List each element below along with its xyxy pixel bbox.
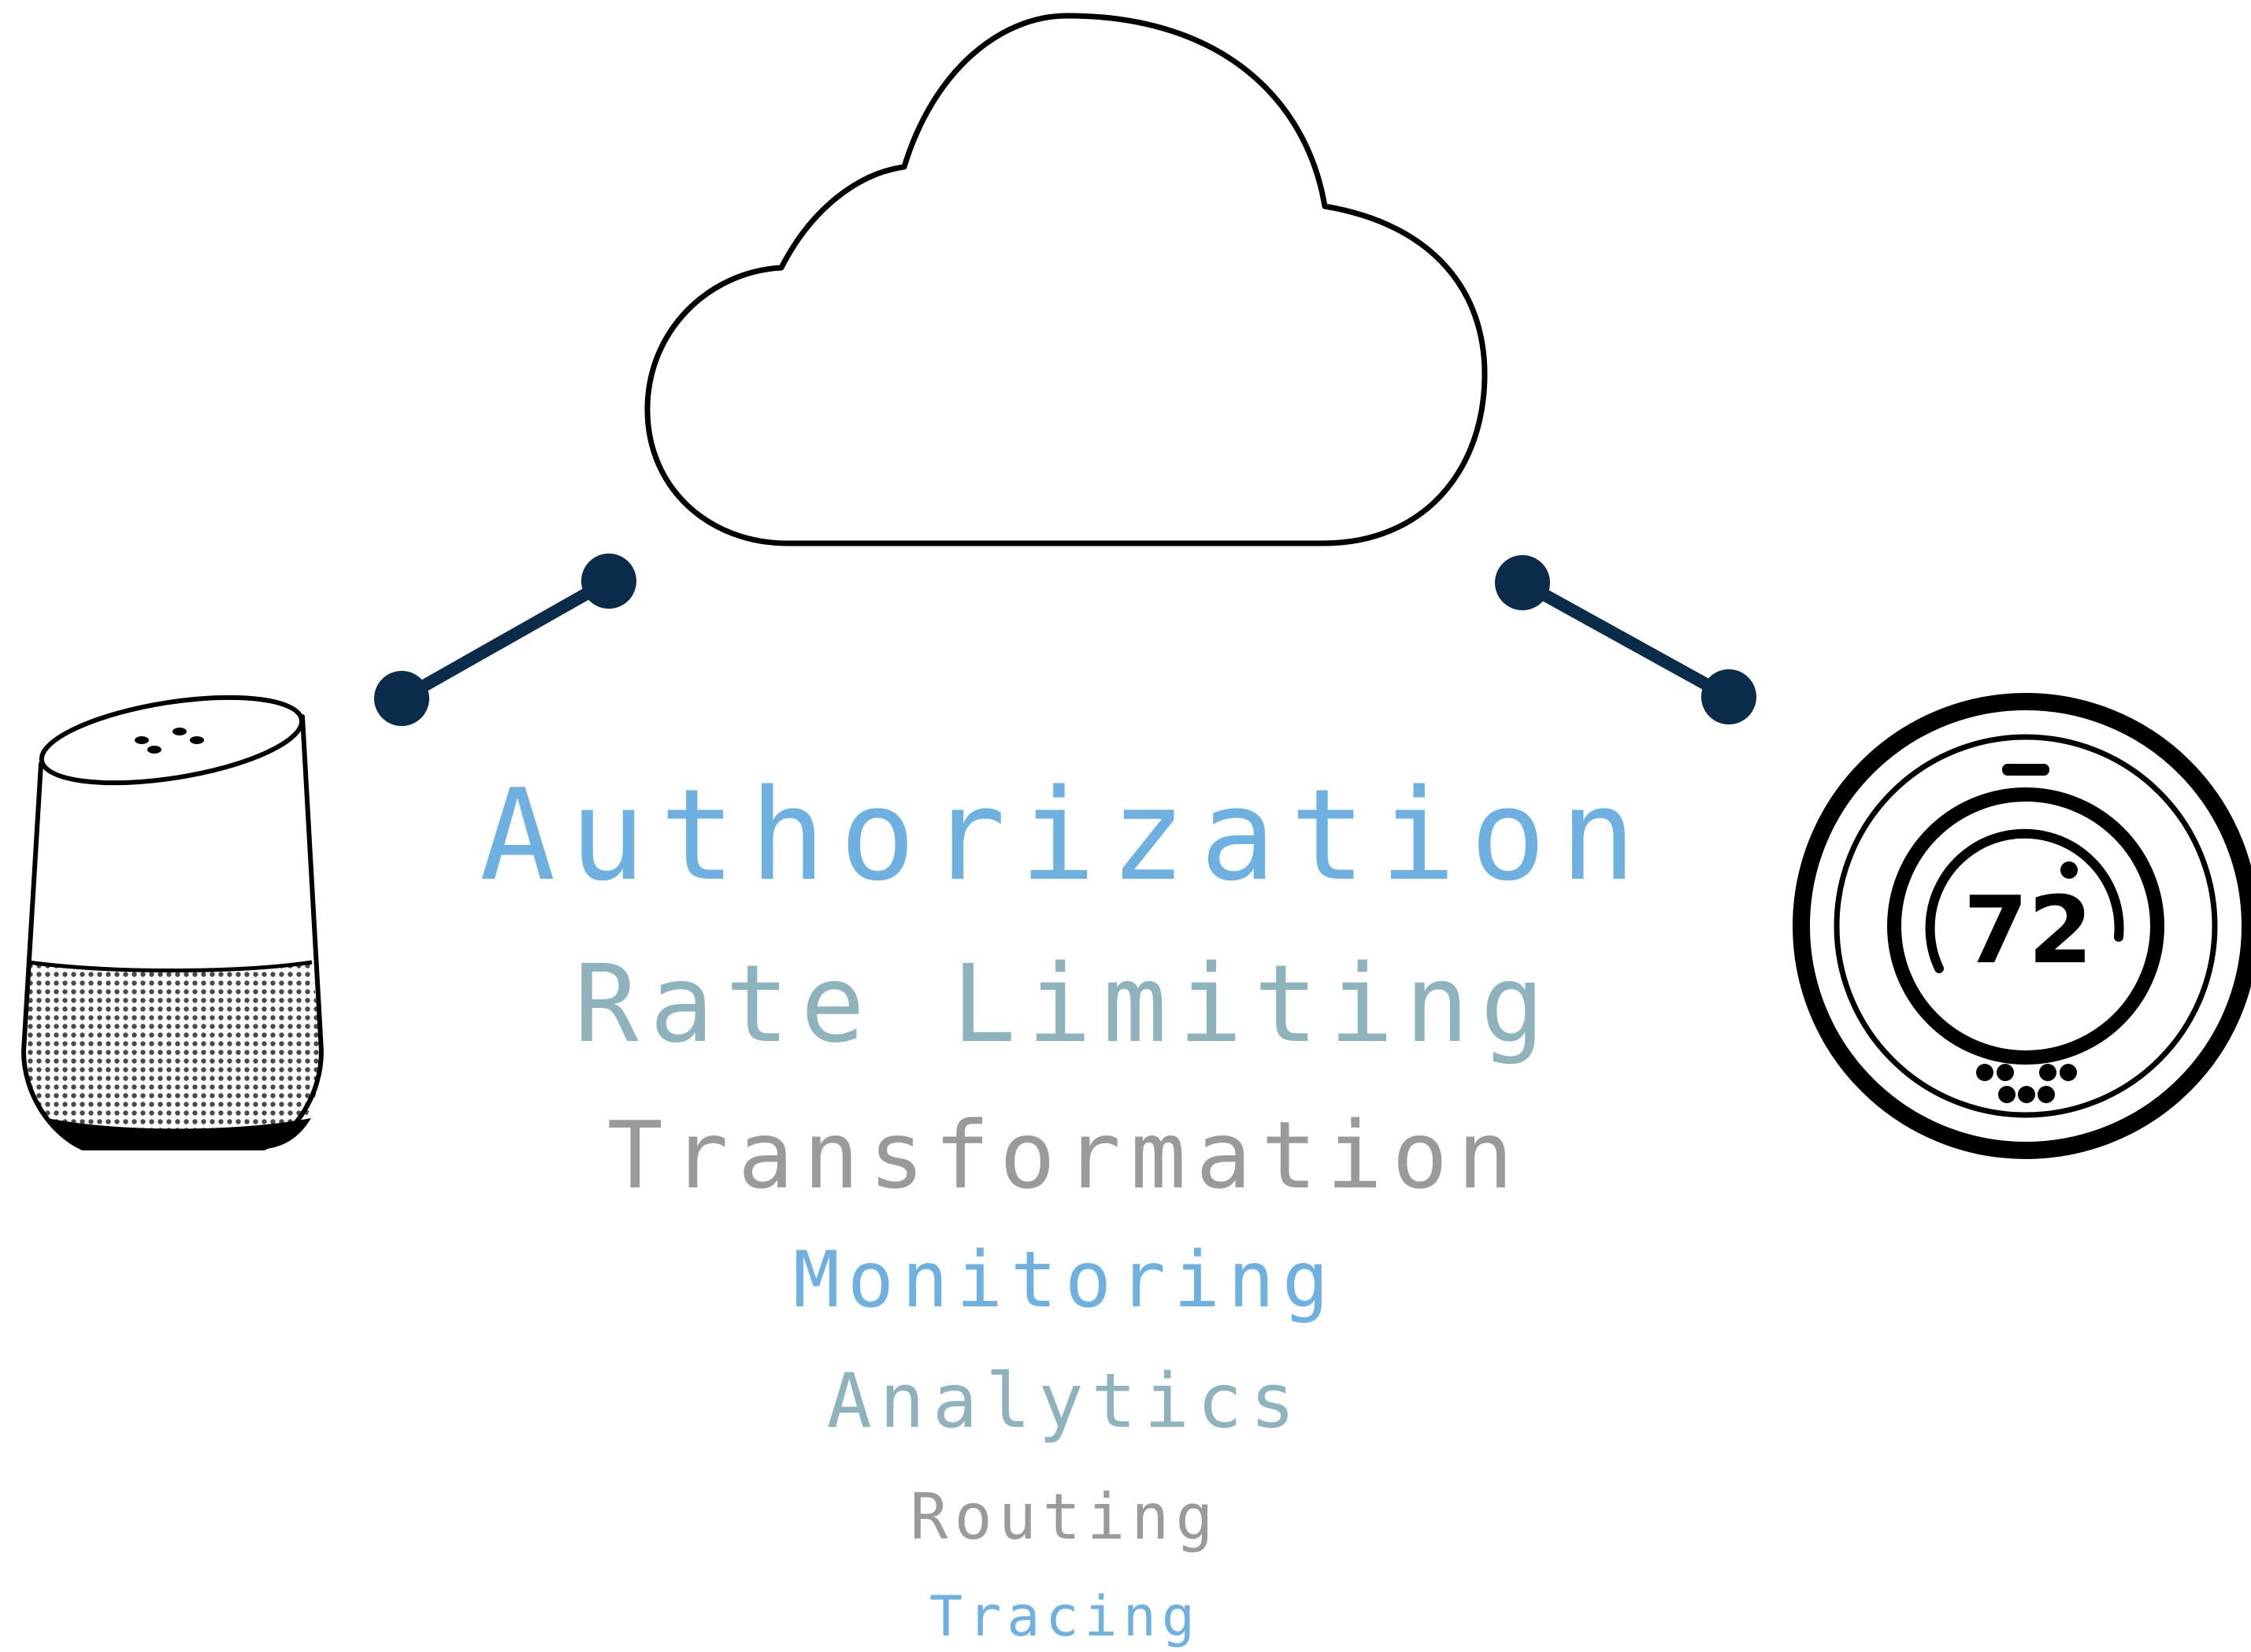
feature-transformation: Transformation <box>607 1101 1523 1209</box>
feature-analytics: Analytics <box>827 1358 1304 1445</box>
feature-rate-limiting: Rate Limiting <box>574 943 1556 1067</box>
cloud-icon <box>644 13 1488 546</box>
thermostat-icon: 72 <box>1793 693 2251 1159</box>
feature-authorization: Authorization <box>480 761 1650 909</box>
right-connector-end-node <box>1701 669 1756 724</box>
left-connector-start-node <box>581 554 636 609</box>
feature-routing: Routing <box>910 1480 1219 1554</box>
feature-list: Authorization Rate Limiting Transformati… <box>480 761 1650 1649</box>
smart-speaker-icon <box>21 695 324 1150</box>
left-connector <box>374 554 636 726</box>
right-connector <box>1495 555 1756 724</box>
feature-monitoring: Monitoring <box>793 1235 1337 1325</box>
thermostat-indicator-dots <box>1976 1064 2077 1103</box>
right-connector-start-node <box>1495 555 1550 610</box>
left-connector-end-node <box>374 671 429 726</box>
feature-tracing: Tracing <box>929 1584 1200 1649</box>
thermostat-temperature: 72 <box>1964 876 2093 984</box>
